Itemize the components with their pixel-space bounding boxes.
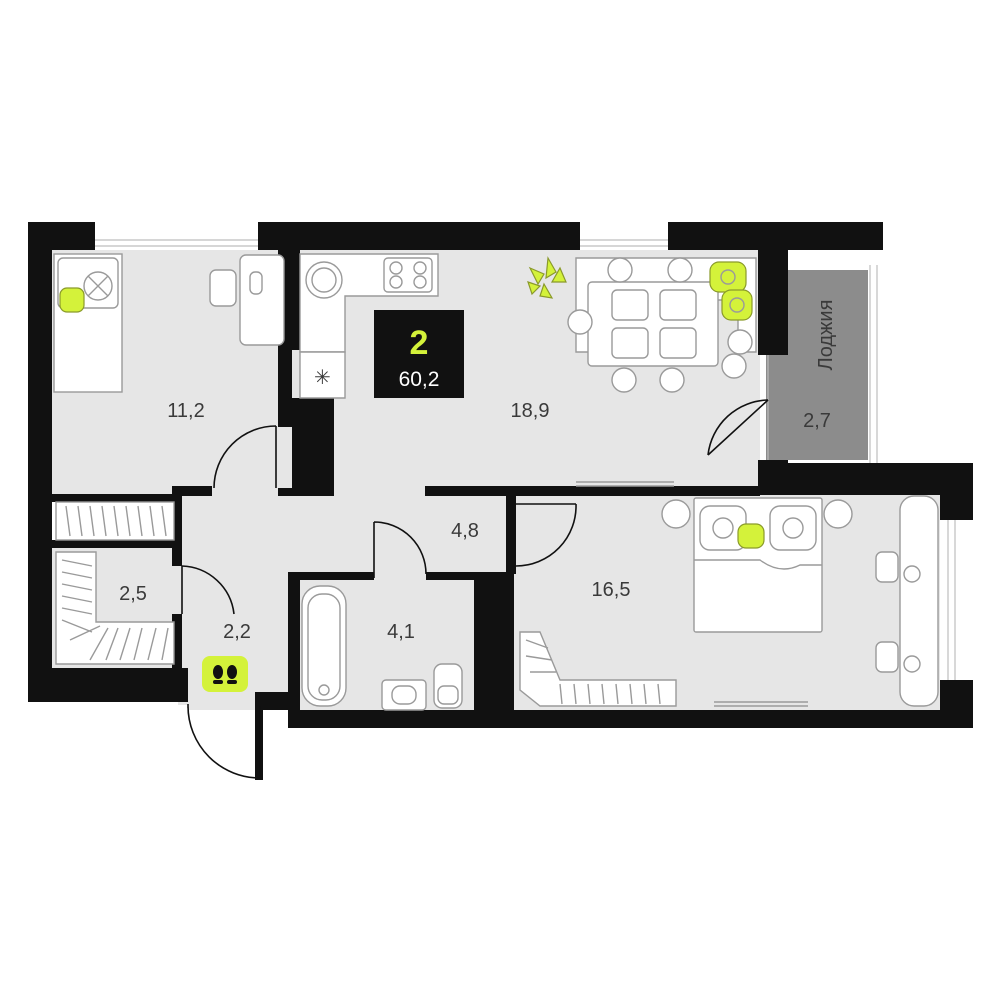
desk-right [899,495,939,707]
rooms-count: 2 [410,324,429,362]
loggia-area: 2,7 [803,410,831,432]
bathroom-area: 4,1 [387,621,415,643]
windows [95,239,956,680]
bedroom-left-furniture [53,253,285,541]
apartment-badge: 2 60,2 [374,310,464,398]
walls [28,222,973,780]
kitchen-furniture: ✳ [299,253,439,399]
bathtub [301,585,347,707]
footprints-icon [202,656,248,692]
desk-left [239,254,285,346]
hall-area: 4,8 [451,520,479,542]
pillow-accent [59,287,85,313]
bedroom-right-area: 16,5 [592,579,631,601]
sink [381,679,427,711]
plant-icon [527,256,567,299]
wardrobe-left [55,501,175,541]
entry-threshold [188,690,260,710]
hall-floor [178,490,514,575]
svg-text:✳: ✳ [314,367,331,389]
living-kitchen-area: 18,9 [511,400,550,422]
closet-area: 2,5 [119,583,147,605]
room-labels: 11,2 18,9 2,7 4,8 2,5 2,2 4,1 16,5 Лоджи… [119,300,837,643]
doors [181,399,769,779]
bathroom-furniture [301,585,463,711]
total-area: 60,2 [399,368,440,391]
dining-furniture [567,257,757,487]
dining-table [587,281,719,367]
closet-furniture [55,551,175,665]
bedroom-left-area: 11,2 [167,400,204,422]
entry-area: 2,2 [223,621,251,643]
bedroom-right-furniture [519,495,939,707]
loggia-label: Лоджия [815,300,837,371]
